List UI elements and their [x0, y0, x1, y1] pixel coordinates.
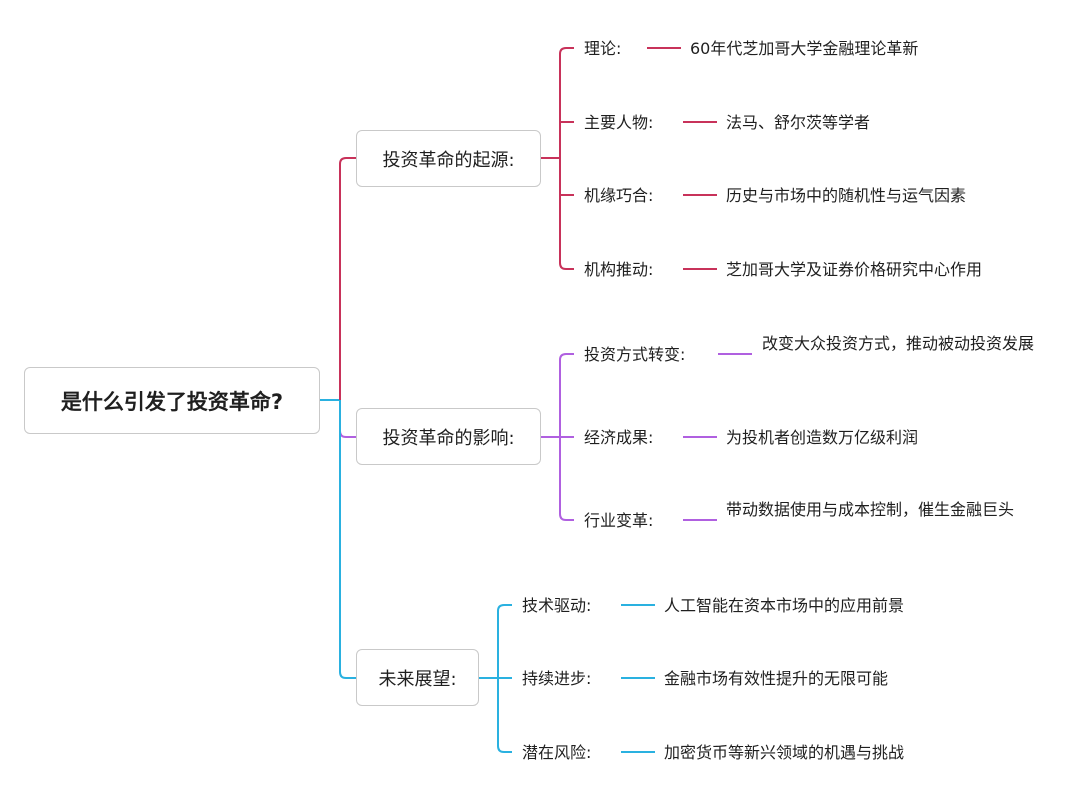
- impact-item-shift-detail: 改变大众投资方式，推动被动投资发展: [762, 334, 1035, 353]
- root-title: 是什么引发了投资革命?: [60, 389, 284, 414]
- origin-bracket: [559, 47, 574, 270]
- origin-item-theory-label: 理论:: [584, 39, 622, 58]
- root-to-origin-connector: [339, 157, 356, 400]
- impact-item-economy-detail: 为投机者创造数万亿级利润: [726, 428, 919, 447]
- branch-impact-node[interactable]: 投资革命的影响:: [356, 408, 541, 465]
- origin-item-figures-detail: 法马、舒尔茨等学者: [726, 113, 871, 132]
- branch-impact-label: 投资革命的影响:: [382, 427, 515, 449]
- branch-future-label: 未来展望:: [378, 668, 457, 690]
- impact-item-industry-label: 行业变革:: [584, 511, 654, 530]
- impact-item-industry-detail: 带动数据使用与成本控制，催生金融巨头: [726, 500, 1015, 519]
- branch-origin-label: 投资革命的起源:: [382, 149, 515, 171]
- impact-item-shift-label: 投资方式转变:: [584, 345, 686, 364]
- branch-origin-node[interactable]: 投资革命的起源:: [356, 130, 541, 187]
- root-node[interactable]: 是什么引发了投资革命?: [24, 367, 320, 434]
- root-to-impact-connector: [339, 400, 356, 438]
- future-item-tech-detail: 人工智能在资本市场中的应用前景: [664, 596, 905, 615]
- root-to-future-connector: [339, 400, 356, 679]
- future-item-tech-label: 技术驱动:: [522, 596, 592, 615]
- future-item-risk-detail: 加密货币等新兴领域的机遇与挑战: [664, 743, 905, 762]
- future-item-progress-detail: 金融市场有效性提升的无限可能: [664, 669, 889, 688]
- impact-item-economy-label: 经济成果:: [584, 428, 654, 447]
- future-item-risk-label: 潜在风险:: [522, 743, 592, 762]
- origin-item-chance-label: 机缘巧合:: [584, 186, 654, 205]
- branch-future-node[interactable]: 未来展望:: [356, 649, 479, 706]
- origin-item-institution-label: 机构推动:: [584, 260, 654, 279]
- origin-item-chance-detail: 历史与市场中的随机性与运气因素: [726, 186, 967, 205]
- origin-item-institution-detail: 芝加哥大学及证券价格研究中心作用: [726, 260, 983, 279]
- origin-item-theory-detail: 60年代芝加哥大学金融理论革新: [690, 39, 919, 58]
- origin-item-figures-label: 主要人物:: [584, 113, 654, 132]
- future-item-progress-label: 持续进步:: [522, 669, 592, 688]
